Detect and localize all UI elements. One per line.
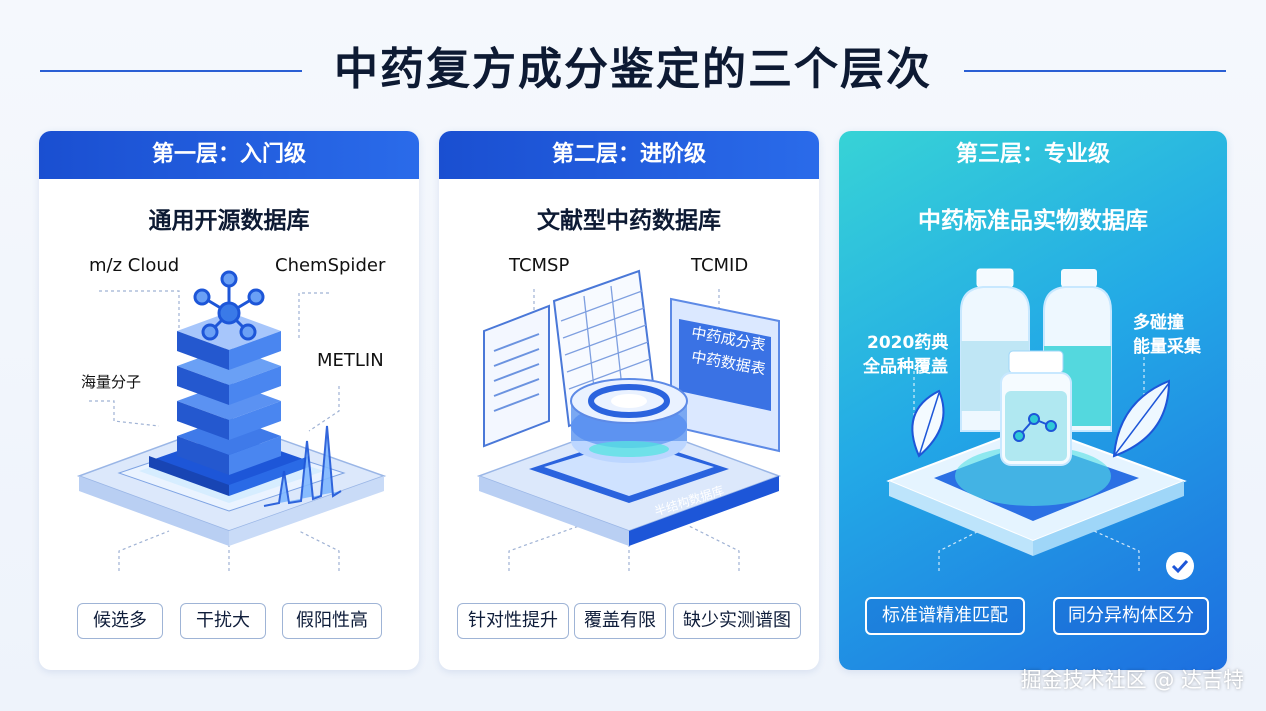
check-icon <box>1166 552 1194 580</box>
label-pharmacopoeia-2020: 2020药典 <box>867 333 949 353</box>
open-database-illustration <box>76 270 387 571</box>
label-metlin: METLIN <box>317 350 384 371</box>
tag-limited-coverage: 覆盖有限 <box>574 603 666 639</box>
molecule-icon <box>193 270 265 341</box>
platform-base <box>886 424 1187 556</box>
card-subtitle: 文献型中药数据库 <box>537 208 721 234</box>
card-level-2: 第二层：进阶级 文献型中药数据库 <box>439 131 819 670</box>
card-subtitle: 通用开源数据库 <box>148 208 310 234</box>
tag-lacks-measured-spectra: 缺少实测谱图 <box>673 603 801 639</box>
card-level-3: 第三层：专业级 中药标准品实物数据库 <box>839 131 1227 670</box>
label-tcmid: TCMID <box>691 255 749 276</box>
tag-better-targeting: 针对性提升 <box>457 603 569 639</box>
disc-icon <box>570 378 688 463</box>
document-icon <box>483 304 550 448</box>
tag-high-interference: 干扰大 <box>180 603 266 639</box>
title-divider-right <box>964 70 1226 72</box>
card-subtitle: 中药标准品实物数据库 <box>918 208 1148 234</box>
tag-high-false-positive: 假阳性高 <box>282 603 382 639</box>
tag-many-candidates: 候选多 <box>77 603 163 639</box>
watermark: 掘金技术社区 @ 达吉特 <box>1020 668 1244 692</box>
label-multi-collision: 多碰撞 <box>1133 313 1184 333</box>
page-title: 中药复方成分鉴定的三个层次 <box>334 44 932 95</box>
standard-sample-illustration <box>886 268 1187 571</box>
label-massive-molecules: 海量分子 <box>81 373 142 391</box>
label-chemspider: ChemSpider <box>275 255 386 276</box>
title-row: 中药复方成分鉴定的三个层次 <box>0 34 1266 106</box>
screen-panel <box>670 297 780 453</box>
label-energy-acquisition: 能量采集 <box>1133 337 1201 357</box>
label-tcmsp: TCMSP <box>509 255 570 276</box>
guide-lines <box>913 351 1145 571</box>
bottle-icon-center <box>1000 350 1072 466</box>
leaf-icon <box>911 389 945 458</box>
card-header: 第二层：进阶级 <box>439 131 819 179</box>
card-header: 第一层：入门级 <box>39 131 419 179</box>
card-level-1: 第一层：入门级 通用开源数据库 <box>39 131 419 670</box>
literature-database-illustration <box>476 269 782 571</box>
spectrum-peaks-icon <box>263 425 342 507</box>
card-header: 第三层：专业级 <box>955 142 1110 167</box>
label-mz-cloud: m/z Cloud <box>89 255 180 276</box>
title-divider-left <box>40 70 302 72</box>
leaf-icon-right <box>1112 379 1171 458</box>
label-full-coverage: 全品种覆盖 <box>863 357 948 377</box>
tag-isomer-distinction: 同分异构体区分 <box>1053 597 1209 635</box>
tag-standard-spectrum-match: 标准谱精准匹配 <box>865 597 1025 635</box>
database-icon <box>149 312 309 496</box>
molecule-icon <box>1013 413 1057 442</box>
